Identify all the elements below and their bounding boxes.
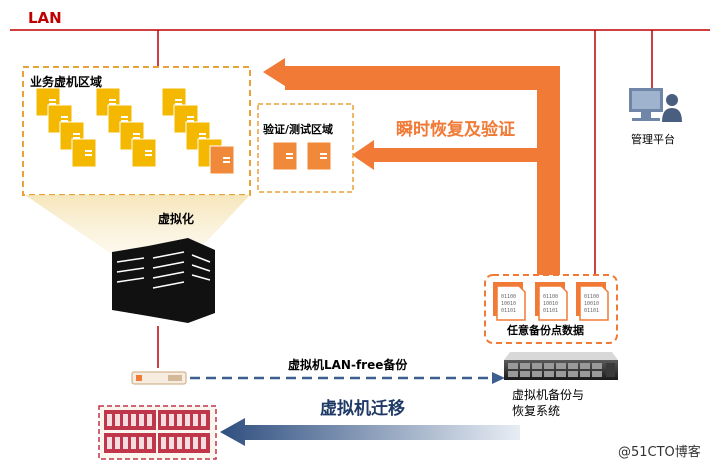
instant-recovery-label: 瞬时恢复及验证	[396, 120, 515, 140]
instant-recovery-arrows	[263, 58, 560, 280]
file-binary-text: 01100	[543, 294, 558, 300]
migration-label: 虚拟机迁移	[320, 399, 405, 419]
watermark: @51CTO博客	[618, 445, 701, 460]
test-zone-label: 验证/测试区域	[263, 123, 334, 136]
backup-file-icons: 0110010010011010110010010011010110010010…	[493, 282, 609, 321]
backup-appliance-icon	[504, 352, 618, 380]
hba-card-icon	[131, 371, 187, 385]
business-vm-icons	[35, 87, 332, 175]
file-binary-text: 01101	[543, 308, 558, 314]
test-vm-icon	[272, 141, 298, 171]
test-zone	[257, 103, 354, 193]
lan-label: LAN	[28, 9, 62, 27]
file-binary-text: 10010	[584, 301, 599, 307]
file-binary-text: 01101	[584, 308, 599, 314]
migration-arrow	[220, 418, 520, 446]
backup-points-label: 任意备份点数据	[507, 324, 584, 337]
file-binary-text: 10010	[501, 301, 516, 307]
mgmt-label: 管理平台	[631, 133, 675, 146]
test-vm-icon	[306, 141, 332, 171]
lan-network-lines	[10, 29, 710, 368]
vm-icon	[131, 138, 157, 168]
file-binary-text: 01100	[501, 294, 516, 300]
file-binary-text: 01101	[501, 308, 516, 314]
backup-system-label-line1: 虚拟机备份与	[512, 388, 585, 402]
lanfree-backup-arrow	[190, 372, 505, 384]
lanfree-label: 虚拟机LAN-free备份	[288, 358, 408, 372]
vm-icon	[71, 138, 97, 168]
backup-system-label-line2: 恢复系统	[512, 404, 561, 418]
file-binary-text: 01100	[584, 294, 599, 300]
storage-array-icon	[104, 410, 210, 453]
vm-icon	[209, 145, 235, 175]
virtualize-label: 虚拟化	[158, 212, 195, 226]
server-cluster-icon	[112, 238, 215, 323]
business-zone-label: 业务虚机区域	[30, 75, 103, 89]
management-console-icon	[629, 88, 682, 122]
file-binary-text: 10010	[543, 301, 558, 307]
